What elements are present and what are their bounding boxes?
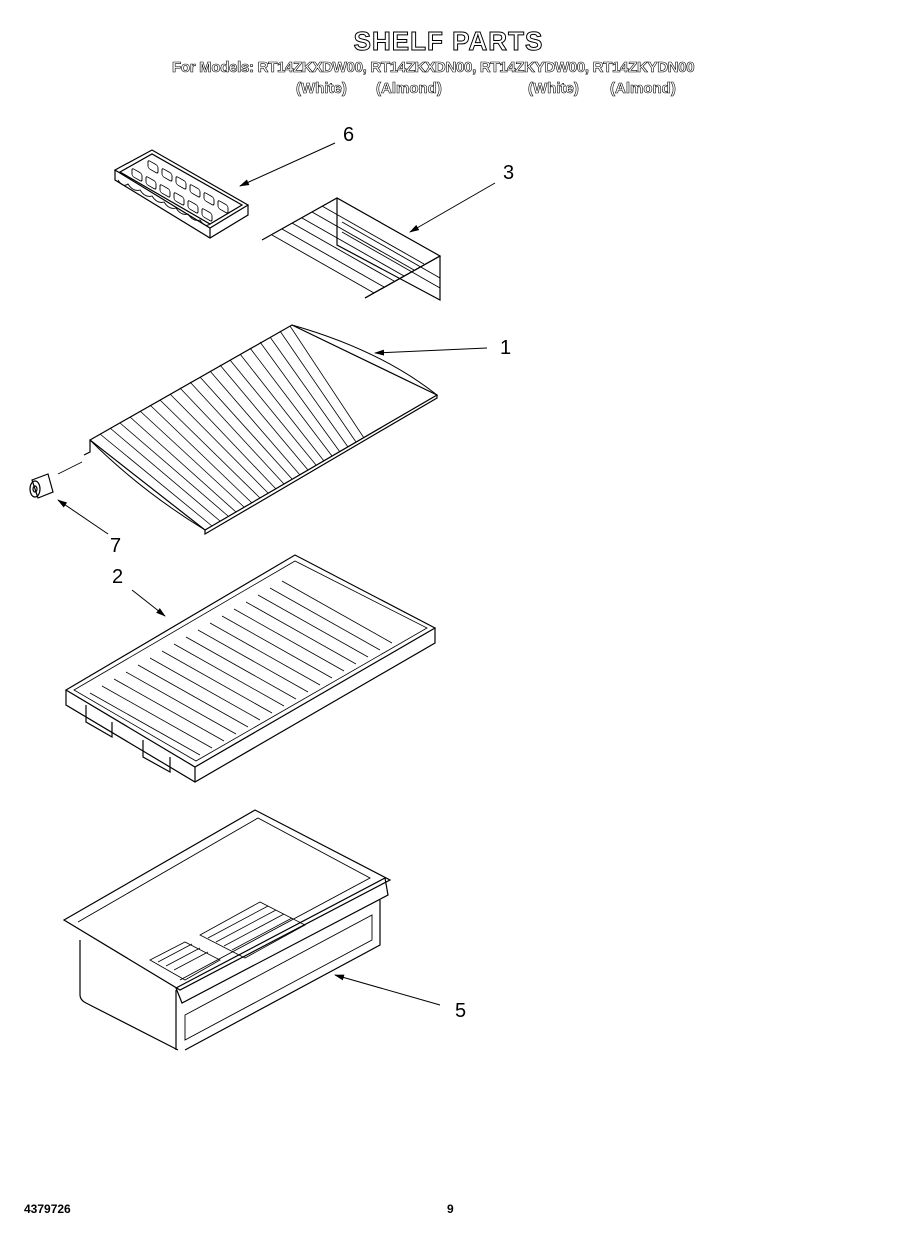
models-line: For Models: RT14ZKXDW00, RT14ZKXDN00, RT… (172, 59, 695, 77)
ice-cube-tray-drawing (113, 149, 250, 239)
page-title: SHELF PARTS (353, 26, 544, 57)
callout-6: 6 (343, 124, 355, 146)
page-number: 9 (447, 1202, 454, 1216)
callout-5: 5 (455, 1000, 467, 1022)
wire-half-shelf-drawing (261, 197, 442, 302)
color-label-3: (White) (528, 80, 579, 98)
color-label-1: (White) (296, 80, 347, 98)
wire-shelf-drawing (83, 324, 439, 536)
callout-7: 7 (110, 535, 122, 557)
callout-1: 1 (500, 337, 512, 359)
plastic-tray-shelf-drawing (64, 554, 437, 783)
document-number: 4379726 (24, 1202, 71, 1216)
crisper-drawer-drawing (62, 809, 392, 1051)
color-label-2: (Almond) (376, 80, 442, 98)
callout-2: 2 (112, 566, 124, 588)
shelf-spacer-drawing (29, 461, 83, 499)
callout-3: 3 (503, 162, 515, 184)
color-label-4: (Almond) (610, 80, 676, 98)
